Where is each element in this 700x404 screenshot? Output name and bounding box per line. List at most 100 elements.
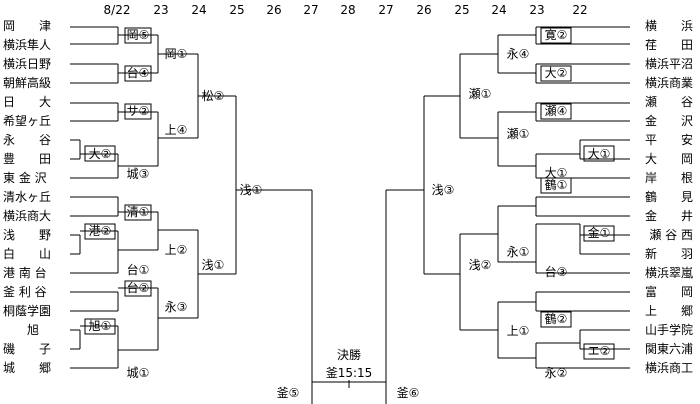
team-left: 城 郷 [3,361,52,375]
team-right: 荏 田 [644,38,693,52]
result-label: エ② [587,344,611,358]
result-label: 大① [587,147,611,161]
result-box [84,223,116,240]
result-box [124,65,152,82]
result-box [124,103,152,120]
result-label: 鶴① [544,178,568,192]
round-date-r4: 24 [491,3,507,17]
result-label: 瀬① [506,127,530,141]
team-right: 金 沢 [644,114,693,128]
result-label: 台② [126,281,150,295]
result-box [84,318,116,335]
result-label: 釜⑥ [396,386,420,400]
team-left: 希望ヶ丘 [3,114,52,128]
team-left: 朝鮮高級 [3,76,52,90]
result-label: 松② [201,89,225,103]
team-right: 大 岡 [644,152,693,166]
team-right: 関東六浦 [644,342,693,356]
round-date-l1: 8/22 [103,3,131,17]
result-box [540,177,572,194]
result-label: 大① [544,166,568,180]
round-date-l2: 23 [153,3,169,17]
result-label: 城③ [126,167,150,181]
team-right: 富 岡 [644,285,693,299]
round-date-l4: 25 [229,3,245,17]
team-left: 桐蔭学園 [3,304,52,318]
result-label: 岡⑤ [126,28,150,42]
team-left: 横浜商大 [3,209,52,223]
team-right: 横 浜 [644,19,693,33]
result-label: 金① [587,226,611,240]
result-box [540,65,572,82]
result-label: 台④ [126,66,150,80]
result-label: 上② [164,243,188,257]
result-label: 寛② [544,28,568,42]
team-left: 日 大 [3,95,52,109]
result-label: 大② [88,147,112,161]
team-left: 釜 利 谷 [3,285,47,299]
team-right: 岸 根 [644,171,693,185]
team-right: 平 安 [644,133,693,147]
team-left: 横浜隼人 [3,38,52,52]
final-score: 釜15:15 [325,366,373,380]
team-left: 清水ヶ丘 [3,190,52,204]
round-date-r6: 22 [572,3,588,17]
team-left: 横浜日野 [3,57,52,71]
round-date-r1: 27 [378,3,394,17]
result-label: 港② [88,224,112,238]
result-label: 浅② [468,258,492,272]
round-date-r5: 23 [529,3,545,17]
team-left: 浅 野 [3,228,52,242]
team-right: 瀬 谷 西 [649,228,693,242]
final-label: 決勝 [336,348,362,362]
team-right: 横浜商工 [644,361,693,375]
team-right: 横浜商業 [644,76,693,90]
result-box [124,27,152,44]
team-left: 港 南 台 [3,266,47,280]
result-label: 永③ [164,300,188,314]
result-label: 永④ [506,47,530,61]
result-label: 旭① [88,319,112,333]
team-left: 白 山 [3,247,52,261]
team-right: 瀬 谷 [644,95,693,109]
team-right: 横浜平沼 [644,57,693,71]
round-date-r2: 26 [416,3,432,17]
round-date-l5: 26 [266,3,282,17]
team-left: 旭 [26,323,40,337]
team-right: 金 井 [644,209,693,223]
result-label: 鶴② [544,312,568,326]
team-right: 鶴 見 [644,190,693,204]
team-left: 磯 子 [3,342,52,356]
result-label: 浅① [239,183,263,197]
result-label: 上④ [164,123,188,137]
result-box [583,145,615,162]
result-label: 永① [506,245,530,259]
result-box [124,204,152,221]
team-left: 岡 津 [3,19,52,33]
result-box [540,103,572,120]
result-label: サ② [126,104,150,118]
result-box [540,311,572,328]
result-label: 浅③ [431,183,455,197]
team-right: 横浜翠嵐 [644,266,693,280]
team-left: 豊 田 [3,152,52,166]
round-date-l6: 27 [303,3,319,17]
result-label: 大② [544,66,568,80]
result-label: 台① [126,263,150,277]
result-box [540,27,572,44]
round-date-r3: 25 [454,3,470,17]
result-label: 岡① [164,47,188,61]
team-left: 東 金 沢 [3,171,47,185]
team-left: 永 谷 [3,133,52,147]
round-date-l3: 24 [191,3,207,17]
result-box [583,225,615,242]
result-label: 上① [506,324,530,338]
team-right: 上 郷 [644,304,693,318]
result-box [124,280,152,297]
result-box [84,145,116,162]
result-label: 釜⑤ [276,386,300,400]
team-right: 山手学院 [644,323,693,337]
result-label: 瀬④ [544,104,568,118]
result-label: 永② [544,366,568,380]
